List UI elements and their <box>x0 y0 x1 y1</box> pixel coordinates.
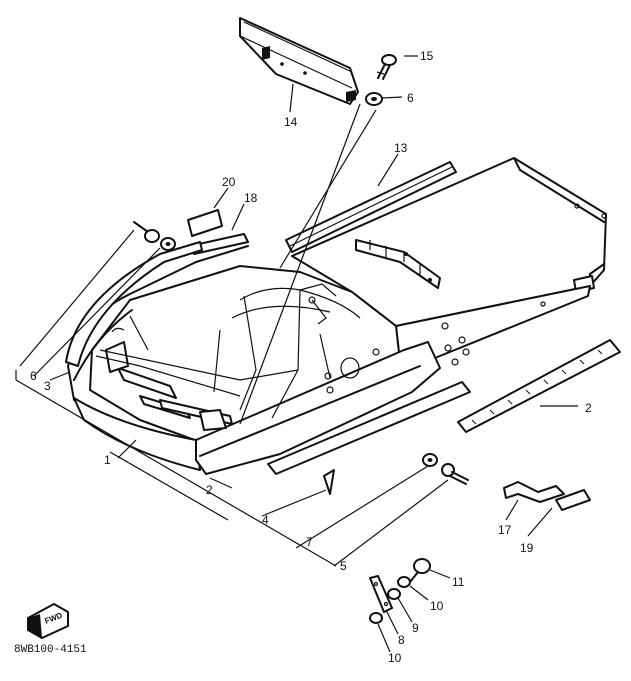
callout-15: 15 <box>420 49 434 63</box>
callout-1: 1 <box>104 453 111 467</box>
part-code: 8WB100-4151 <box>14 644 87 656</box>
callout-labels: 15 6 14 13 20 18 6 3 1 2 2 4 7 5 17 19 1… <box>30 49 592 665</box>
callout-20: 20 <box>222 175 236 189</box>
part-10-washer-upper <box>397 576 411 588</box>
deck-bracket <box>355 239 441 289</box>
chassis-body <box>291 157 607 366</box>
part-20-sticker <box>187 209 223 237</box>
part-17-bracket <box>503 481 565 503</box>
part-4-rivet <box>323 469 335 495</box>
part-13-rail <box>285 161 457 253</box>
callout-7: 7 <box>306 535 313 549</box>
callout-13: 13 <box>394 141 408 155</box>
callout-19: 19 <box>520 541 534 555</box>
part-5-bolt <box>441 463 469 485</box>
callout-5: 5 <box>340 559 347 573</box>
part-bolt-left <box>133 221 160 243</box>
part-15-bolt <box>376 54 397 80</box>
part-14-flap <box>239 17 359 105</box>
callout-6-left: 6 <box>30 369 37 383</box>
part-8-plate <box>369 575 393 613</box>
callout-14: 14 <box>284 115 298 129</box>
callout-6-top: 6 <box>407 91 414 105</box>
callout-10-upper: 10 <box>430 599 444 613</box>
callout-3: 3 <box>44 379 51 393</box>
part-6-washer-left <box>160 237 176 251</box>
callout-2-right: 2 <box>585 401 592 415</box>
callout-2-front: 2 <box>206 483 213 497</box>
forward-arrow-icon: FWD <box>27 603 69 639</box>
part-9-spacer <box>387 588 401 600</box>
callout-8: 8 <box>398 633 405 647</box>
nose-pan <box>67 245 441 475</box>
part-2-strip-right <box>457 339 621 433</box>
callout-4: 4 <box>262 513 269 527</box>
callout-18: 18 <box>244 191 258 205</box>
part-10-washer-lower <box>369 612 383 624</box>
part-6-washer-top <box>365 92 383 106</box>
leader-lines <box>15 103 449 567</box>
callout-leaders <box>49 55 578 653</box>
callout-11: 11 <box>452 575 465 589</box>
part-7-washer <box>422 453 438 467</box>
callout-10-lower: 10 <box>388 651 402 665</box>
callout-17: 17 <box>498 523 512 537</box>
callout-9: 9 <box>412 621 419 635</box>
part-19-sticker <box>555 489 591 511</box>
part-2-strip-front <box>267 381 471 475</box>
part-3-rail <box>65 241 203 367</box>
part-11-bolt <box>409 558 431 583</box>
